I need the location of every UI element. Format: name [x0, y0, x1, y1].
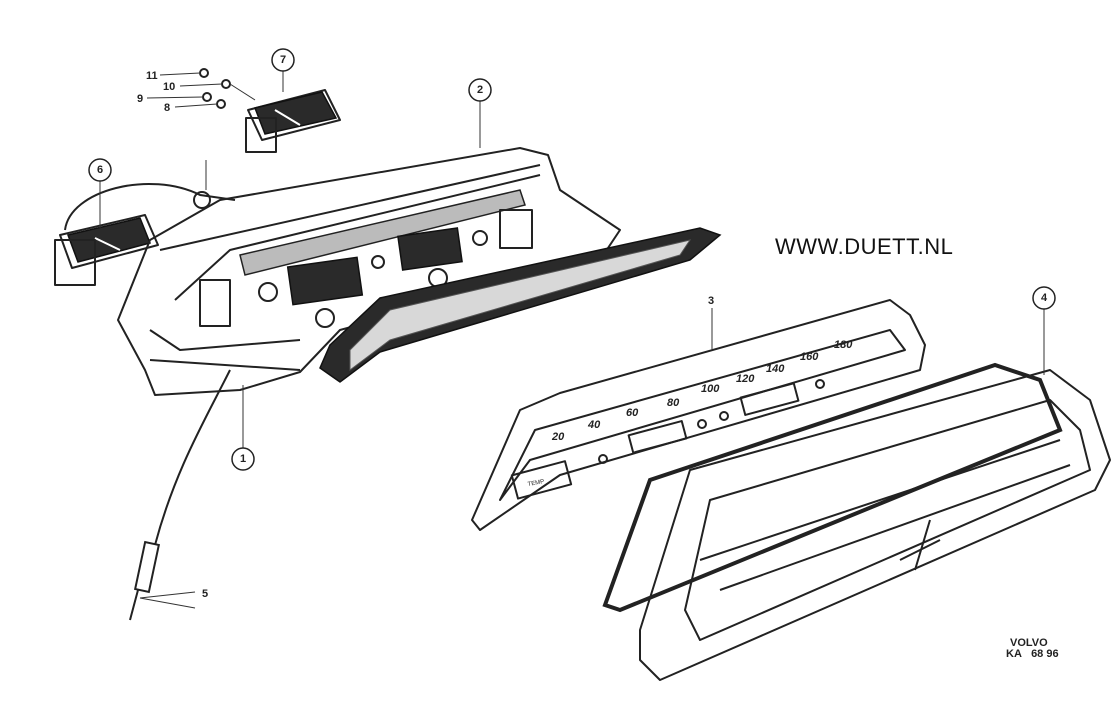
callout-3: 3: [708, 295, 714, 307]
heater-ribs: [239, 189, 526, 276]
svg-text:7: 7: [280, 54, 286, 66]
callout-4: 4: [1032, 286, 1056, 310]
scale-180: 180: [834, 339, 853, 351]
screws-8-11: [146, 68, 256, 109]
callout-10: 10: [163, 81, 175, 93]
part-5-cable: [129, 369, 231, 621]
callout-5: 5: [202, 588, 208, 600]
scale-40: 40: [587, 419, 601, 431]
callout-8: 8: [164, 102, 170, 114]
leader-lines: [99, 71, 1045, 448]
part-3-face-plate: 20 40 60 80 100 120 140 160 180 TEMP: [471, 299, 926, 531]
temp-label: TEMP: [527, 479, 544, 488]
stamp-brand: VOLVO: [1010, 637, 1048, 649]
scale-20: 20: [551, 431, 565, 443]
svg-text:4: 4: [1041, 292, 1048, 304]
stamp-code: 68 96: [1031, 648, 1059, 660]
scale-100: 100: [701, 383, 720, 395]
svg-text:2: 2: [477, 84, 483, 96]
callout-6: 6: [88, 158, 112, 182]
callout-1: 1: [231, 447, 255, 471]
glass-panel: [319, 227, 722, 383]
callout-2: 2: [468, 78, 492, 102]
callout-9: 9: [137, 93, 143, 105]
callout-7: 7: [271, 48, 295, 72]
scale-60: 60: [626, 407, 639, 419]
part-1-2-dashboard: [117, 147, 621, 396]
callout-11: 11: [146, 70, 158, 82]
part-4-frame: [602, 362, 1111, 681]
scale-140: 140: [766, 363, 785, 375]
volvo-stamp: VOLVO KA 68 96: [1006, 638, 1059, 660]
scale-120: 120: [736, 373, 755, 385]
svg-text:6: 6: [97, 164, 103, 176]
svg-text:1: 1: [240, 453, 246, 465]
stamp-prefix: KA: [1006, 648, 1022, 660]
scale-80: 80: [667, 397, 680, 409]
website-label: WWW.DUETT.NL: [775, 234, 954, 259]
part-7-gauge: [245, 89, 341, 153]
scale-160: 160: [800, 351, 819, 363]
part-6-gauge: [54, 183, 236, 286]
